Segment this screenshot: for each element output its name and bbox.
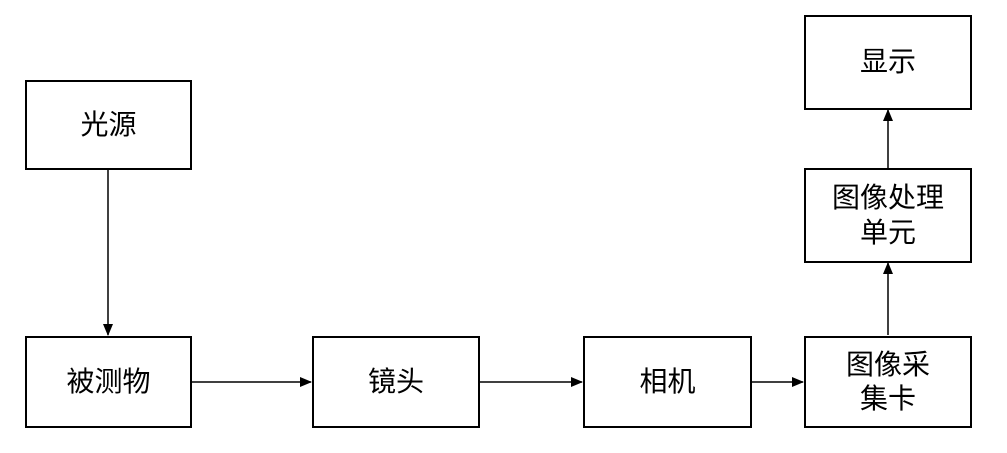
node-processing-unit: 图像处理 单元: [804, 168, 972, 263]
node-lens-label: 镜头: [367, 364, 424, 398]
node-light-source-label: 光源: [80, 107, 137, 141]
node-lens: 镜头: [312, 336, 480, 428]
node-camera-label: 相机: [639, 364, 696, 398]
node-processing-unit-label: 图像处理 单元: [831, 181, 944, 249]
node-camera: 相机: [583, 336, 752, 428]
node-light-source: 光源: [25, 80, 192, 170]
node-capture-card-label: 图像采 集卡: [845, 347, 930, 415]
node-capture-card: 图像采 集卡: [804, 336, 972, 428]
node-display: 显示: [804, 15, 972, 110]
node-object: 被测物: [25, 336, 192, 428]
node-display-label: 显示: [859, 45, 916, 79]
node-object-label: 被测物: [66, 364, 151, 398]
